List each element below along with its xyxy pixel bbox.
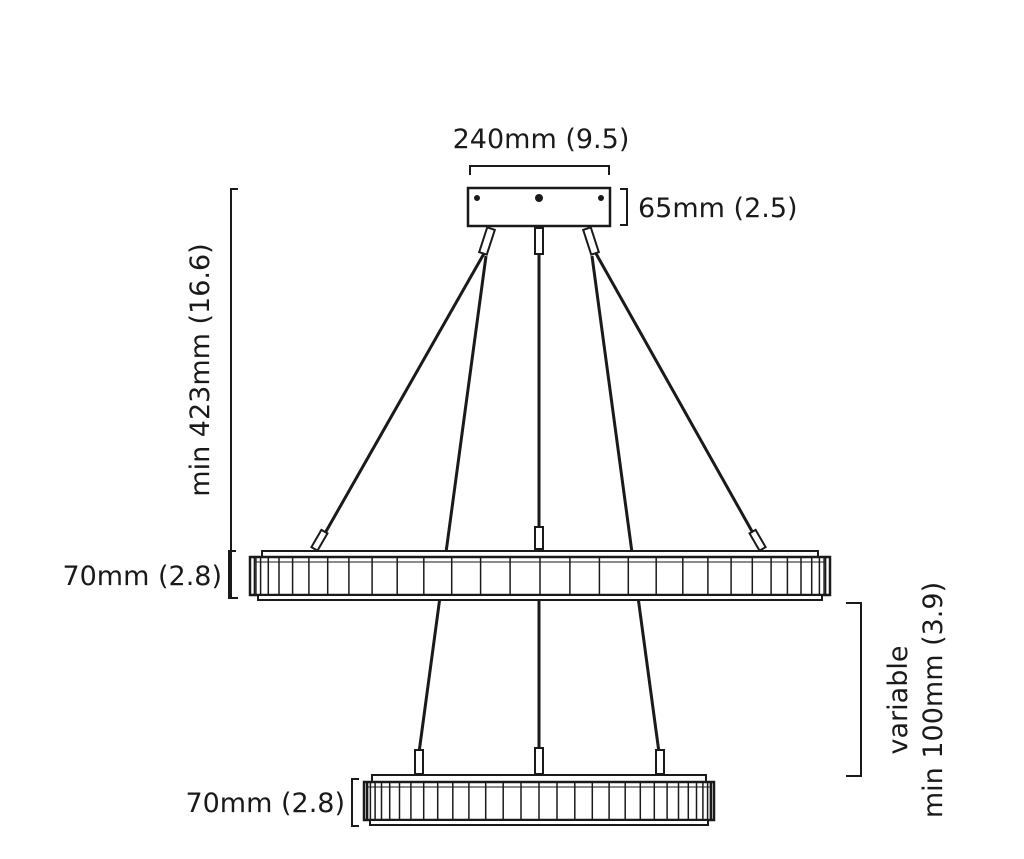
min-drop-bracket: [230, 188, 238, 599]
canopy-width-label: 240mm (9.5): [453, 124, 630, 155]
canopy-cable-grippers: [477, 226, 601, 256]
lower-ring: [362, 774, 716, 826]
upper-ring-height-bracket: [228, 550, 236, 599]
upper-ring-height-label: 70mm (2.8): [62, 561, 222, 592]
ring-spacing-label-line1: variable: [883, 646, 914, 755]
ring-spacing-label-line2: min 100mm (3.9): [918, 582, 949, 818]
lower-ring-cable-grippers: [414, 747, 665, 775]
upper-ring: [248, 550, 832, 601]
min-drop-label: min 423mm (16.6): [185, 243, 216, 496]
canopy-width-bracket: [469, 165, 610, 175]
canopy-height-label: 65mm (2.5): [638, 193, 798, 224]
upper-ring-cable-grippers: [310, 526, 767, 553]
ceiling-canopy: [466, 186, 612, 228]
upper-ring-crystal-segments: [253, 557, 827, 595]
canopy-height-bracket: [620, 188, 628, 226]
ring-spacing-bracket: [846, 602, 862, 777]
lower-ring-height-label: 70mm (2.8): [185, 788, 345, 819]
lower-ring-height-bracket: [351, 778, 359, 827]
suspension-cables: [318, 249, 760, 761]
lower-ring-crystal-segments: [365, 782, 713, 820]
